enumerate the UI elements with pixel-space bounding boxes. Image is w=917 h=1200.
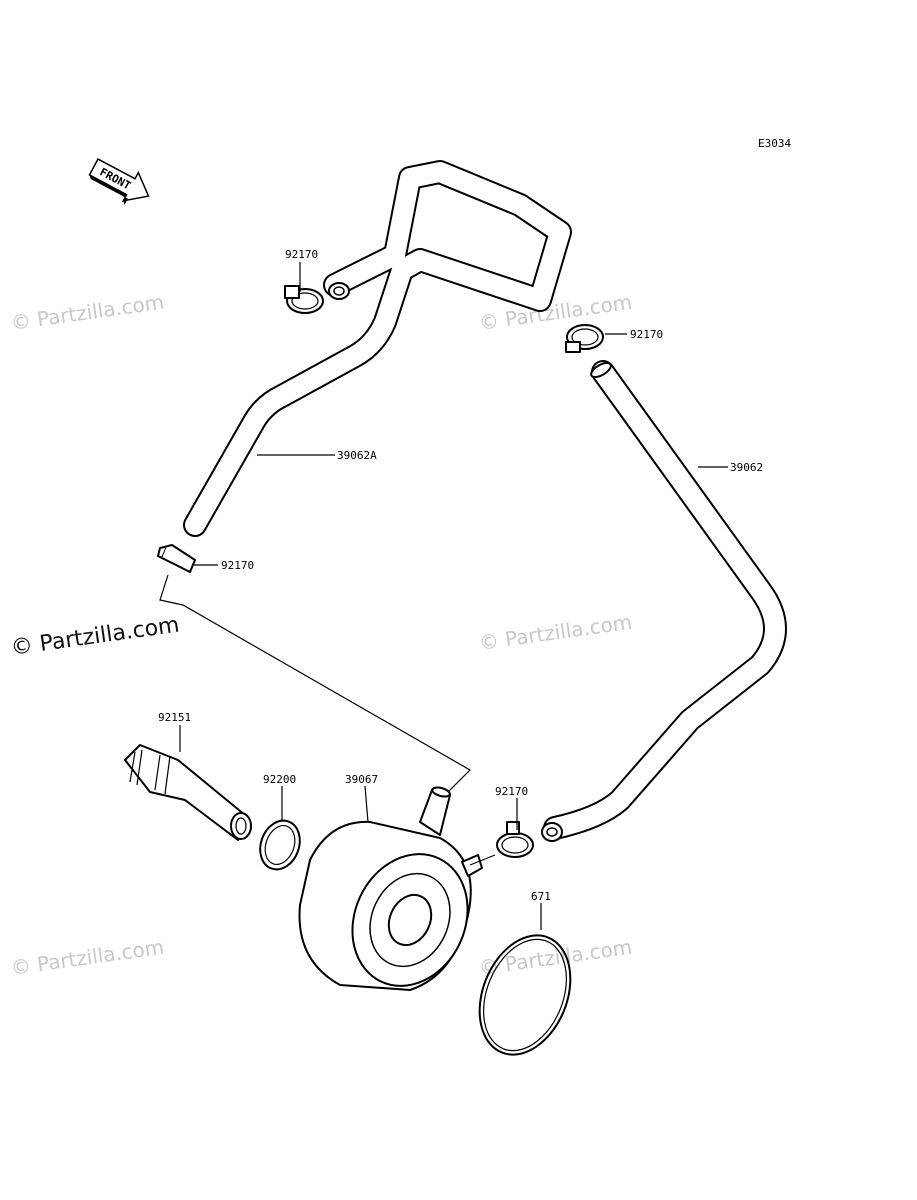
label-hose-left: 39062A <box>337 449 377 462</box>
watermark-3: © Partzilla.com <box>477 610 633 655</box>
label-clamp-fitting: 92170 <box>221 559 254 572</box>
oring-large-icon <box>478 934 572 1056</box>
watermark-4: © Partzilla.com <box>9 935 165 980</box>
hose-left <box>183 160 572 537</box>
oil-cooler-icon <box>298 786 483 991</box>
label-oring-small: 92200 <box>263 773 296 786</box>
label-clamp-top-left: 92170 <box>285 248 318 261</box>
watermark-main: © Partzilla.com <box>9 613 181 661</box>
small-fitting-icon <box>157 544 196 573</box>
label-clamp-top-right: 92170 <box>630 328 663 341</box>
label-fitting: 92151 <box>158 711 191 724</box>
oring-small-icon <box>259 819 301 871</box>
diagram-code: E3034 <box>758 137 791 150</box>
leader-lines <box>179 262 728 930</box>
clamp-lower-icon <box>469 821 534 866</box>
label-oil-cooler: 39067 <box>345 773 378 786</box>
label-clamp-lower: 92170 <box>495 785 528 798</box>
fitting-92151-icon <box>124 744 252 841</box>
watermark-1: © Partzilla.com <box>9 290 165 335</box>
part-labels: 92170 92170 39062A 39062 92170 92151 922… <box>158 248 763 903</box>
label-oring-large: 671 <box>531 890 551 903</box>
front-arrow-icon: FRONT <box>88 158 150 205</box>
connector-line <box>159 574 471 811</box>
clamp-top-right-icon <box>565 324 604 353</box>
clamp-top-left-icon <box>284 285 324 314</box>
hose-right <box>541 360 787 842</box>
label-hose-right: 39062 <box>730 461 763 474</box>
